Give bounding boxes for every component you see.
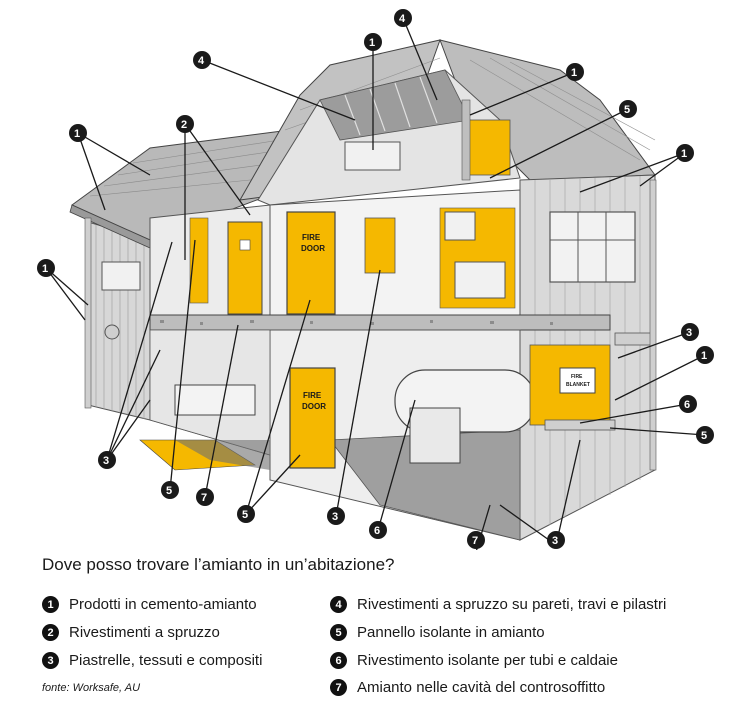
legend-item-6: 6 Rivestimento isolante per tubi e calda… bbox=[330, 652, 618, 669]
legend-item-7: 7 Amianto nelle cavità del controsoffitt… bbox=[330, 679, 605, 696]
svg-text:6: 6 bbox=[684, 399, 690, 411]
legend-number-badge: 1 bbox=[42, 596, 59, 613]
callout-6b: 6 bbox=[369, 521, 387, 539]
callout-1a: 1 bbox=[69, 124, 87, 142]
callout-5a: 5 bbox=[619, 100, 637, 118]
svg-text:1: 1 bbox=[571, 67, 577, 79]
fire-blanket-label-2: BLANKET bbox=[566, 382, 590, 388]
legend-number-badge: 7 bbox=[330, 679, 347, 696]
pipe-right bbox=[615, 333, 653, 345]
radiator bbox=[455, 262, 505, 298]
callout-1b: 1 bbox=[37, 259, 55, 277]
callout-7a: 7 bbox=[196, 488, 214, 506]
flue-pipe bbox=[462, 100, 470, 180]
callout-1e: 1 bbox=[676, 144, 694, 162]
svg-text:4: 4 bbox=[399, 13, 406, 25]
callout-1d: 1 bbox=[566, 63, 584, 81]
callout-5d: 5 bbox=[237, 505, 255, 523]
boiler-cabinet bbox=[410, 408, 460, 463]
callout-3c: 3 bbox=[327, 507, 345, 525]
svg-text:5: 5 bbox=[701, 430, 707, 442]
bathtub bbox=[175, 385, 255, 415]
legend-number-badge: 4 bbox=[330, 596, 347, 613]
svg-text:1: 1 bbox=[42, 263, 48, 275]
upper-fire-door bbox=[287, 212, 335, 314]
callout-5b: 5 bbox=[696, 426, 714, 444]
legend-label: Rivestimento isolante per tubi e caldaie bbox=[357, 652, 618, 669]
svg-text:3: 3 bbox=[103, 455, 109, 467]
legend-label: Pannello isolante in amianto bbox=[357, 624, 545, 641]
callout-3d: 3 bbox=[547, 531, 565, 549]
svg-text:6: 6 bbox=[374, 525, 380, 537]
wall-heater bbox=[445, 212, 475, 240]
window bbox=[550, 212, 635, 282]
svg-text:7: 7 bbox=[201, 492, 207, 504]
svg-text:1: 1 bbox=[74, 128, 80, 140]
fire-blanket-label-1: FIRE bbox=[571, 374, 583, 380]
svg-text:2: 2 bbox=[181, 119, 187, 131]
legend-item-2: 2 Rivestimenti a spruzzo bbox=[42, 624, 220, 641]
svg-text:3: 3 bbox=[686, 327, 692, 339]
upper-fire-door-label-1: FIRE bbox=[302, 233, 321, 242]
legend-number-badge: 2 bbox=[42, 624, 59, 641]
upper-fire-door-label-2: DOOR bbox=[301, 244, 325, 253]
svg-text:3: 3 bbox=[552, 535, 558, 547]
callout-1f: 1 bbox=[696, 346, 714, 364]
svg-text:1: 1 bbox=[369, 37, 375, 49]
svg-text:1: 1 bbox=[681, 148, 687, 160]
callout-1c: 1 bbox=[364, 33, 382, 51]
left-window bbox=[102, 262, 140, 290]
lower-fire-door-label-2: DOOR bbox=[302, 402, 326, 411]
svg-text:5: 5 bbox=[624, 104, 630, 116]
fire-blanket-box bbox=[560, 368, 595, 393]
pipe-lower bbox=[545, 420, 615, 430]
legend-label: Prodotti in cemento-amianto bbox=[69, 596, 257, 613]
legend-label: Rivestimenti a spruzzo bbox=[69, 624, 220, 641]
legend-label: Amianto nelle cavità del controsoffitto bbox=[357, 679, 605, 696]
mid-floor-slab bbox=[150, 315, 610, 330]
attic-yellow-insulation bbox=[465, 120, 510, 175]
legend-number-badge: 6 bbox=[330, 652, 347, 669]
lower-fire-door-label-1: FIRE bbox=[303, 391, 322, 400]
callout-2: 2 bbox=[176, 115, 194, 133]
legend-item-4: 4 Rivestimenti a spruzzo su pareti, trav… bbox=[330, 596, 666, 613]
callout-6a: 6 bbox=[679, 395, 697, 413]
legend-number-badge: 3 bbox=[42, 652, 59, 669]
callout-4b: 4 bbox=[193, 51, 211, 69]
downpipe-left bbox=[85, 218, 91, 408]
electrical-panel bbox=[365, 218, 395, 273]
callout-4a: 4 bbox=[394, 9, 412, 27]
wall-vent bbox=[105, 325, 119, 339]
legend-label: Piastrelle, tessuti e compositi bbox=[69, 652, 262, 669]
callout-3b: 3 bbox=[98, 451, 116, 469]
svg-text:1: 1 bbox=[701, 350, 707, 362]
svg-text:3: 3 bbox=[332, 511, 338, 523]
legend-item-5: 5 Pannello isolante in amianto bbox=[330, 624, 545, 641]
svg-text:7: 7 bbox=[472, 535, 478, 547]
svg-text:4: 4 bbox=[198, 55, 205, 67]
svg-text:5: 5 bbox=[242, 509, 248, 521]
callout-7b: 7 bbox=[467, 531, 485, 549]
downpipe-right bbox=[650, 180, 656, 470]
legend-item-1: 1 Prodotti in cemento-amianto bbox=[42, 596, 257, 613]
legend-number-badge: 5 bbox=[330, 624, 347, 641]
callout-3a: 3 bbox=[681, 323, 699, 341]
callout-5c: 5 bbox=[161, 481, 179, 499]
legend-label: Rivestimenti a spruzzo su pareti, travi … bbox=[357, 596, 666, 613]
lower-fire-door bbox=[290, 368, 335, 468]
source-credit: fonte: Worksafe, AU bbox=[42, 682, 140, 694]
wc-sign bbox=[240, 240, 250, 250]
svg-text:5: 5 bbox=[166, 485, 172, 497]
legend-item-3: 3 Piastrelle, tessuti e compositi bbox=[42, 652, 262, 669]
page-title: Dove posso trovare l’amianto in un’abita… bbox=[42, 555, 394, 575]
house-cutaway-illustration: FIRE DOOR FIRE DOOR FIRE BLANKET bbox=[0, 0, 750, 550]
toilet-door bbox=[228, 222, 262, 314]
